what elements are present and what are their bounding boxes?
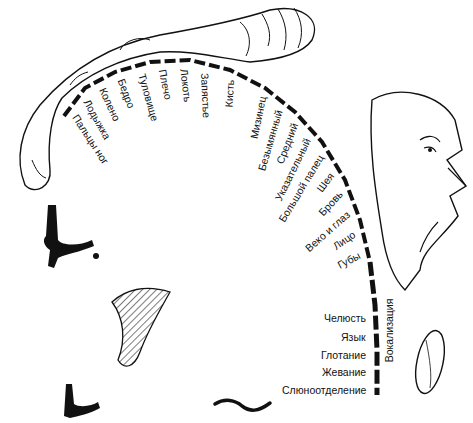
body-part-label: Кисть [222,79,237,107]
brain-section-blob [44,205,94,268]
brain-section-blob [64,384,100,418]
brain-section-squiggle [215,400,270,410]
body-part-label: Язык [341,331,366,344]
body-part-label: Челюсть [324,312,366,325]
function-label: Вокализация [383,298,396,362]
vocalization-bar [370,262,377,395]
tongue-shape [411,328,450,396]
body-part-label: Локоть [177,68,194,103]
body-part-label: Плечо [156,69,175,101]
brain-section-dot [93,253,99,259]
body-part-label: Жевание [322,366,366,379]
body-part-label: Запястье [198,72,213,117]
body-part-label: Слюноотделение [282,384,366,397]
body-part-label: Губы [335,250,362,273]
hand-detail [240,8,301,56]
tongue-detail [426,340,431,388]
torso-detail [32,38,150,178]
cortex-arc [64,60,370,262]
body-outline [20,9,314,190]
brain-section-hatched [112,288,170,366]
body-part-label: Глотание [321,349,366,362]
face-outline [371,92,466,290]
body-part-label: Бедро [115,77,138,110]
face-detail [420,136,466,252]
face-eye [428,148,432,152]
